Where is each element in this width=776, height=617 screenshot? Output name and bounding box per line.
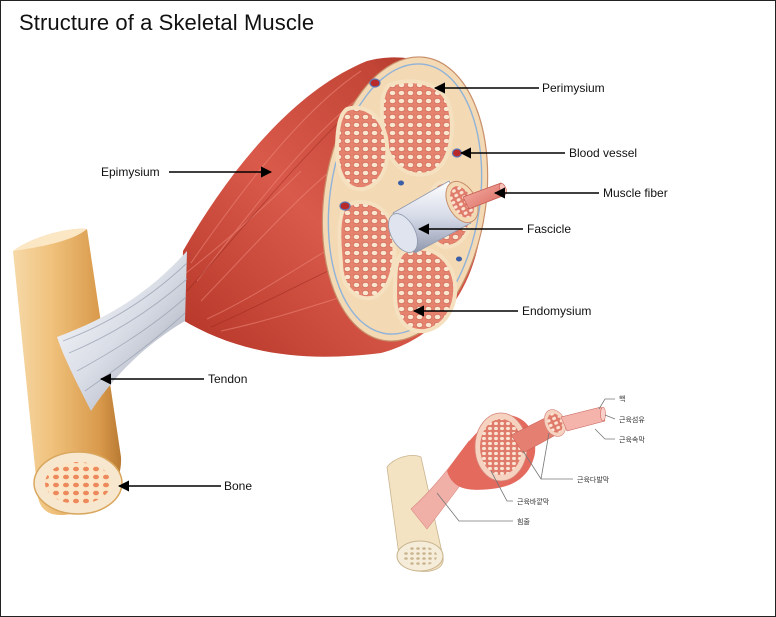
label-perimysium: Perimysium — [542, 81, 605, 95]
label-fascicle: Fascicle — [527, 222, 572, 236]
fascicle-left — [334, 105, 390, 192]
label-epimysium: Epimysium — [101, 165, 160, 179]
inset-label-epimysium: 근육다발막 — [577, 476, 610, 484]
inset-label-perimysium: 근육바깥막 — [517, 498, 550, 506]
inset-label-nucleus: 핵 — [619, 395, 626, 403]
inset-diagram — [386, 398, 616, 572]
fascicle-middle-left — [337, 200, 397, 301]
label-bone: Bone — [224, 479, 253, 493]
inset-label-muscle-fiber: 근육섬유 — [619, 416, 645, 424]
label-blood-vessel: Blood vessel — [569, 146, 638, 160]
bone-shape — [13, 228, 123, 516]
inset-label-fascicle: 근육속막 — [619, 436, 645, 444]
diagram-title: Structure of a Skeletal Muscle — [19, 10, 315, 35]
fascicle-lower — [392, 246, 458, 334]
blood-vessel — [339, 78, 463, 262]
leader-lines — [99, 82, 599, 492]
label-muscle-fiber: Muscle fiber — [603, 186, 668, 200]
fascicle-upper — [379, 79, 454, 177]
inset-label-tendon: 힘줄 — [517, 518, 530, 526]
label-endomysium: Endomysium — [522, 304, 592, 318]
fascicle-cylinder — [388, 180, 479, 254]
muscle-cross-section — [321, 56, 507, 342]
label-tendon: Tendon — [208, 372, 248, 386]
tendon-shape — [57, 251, 188, 411]
